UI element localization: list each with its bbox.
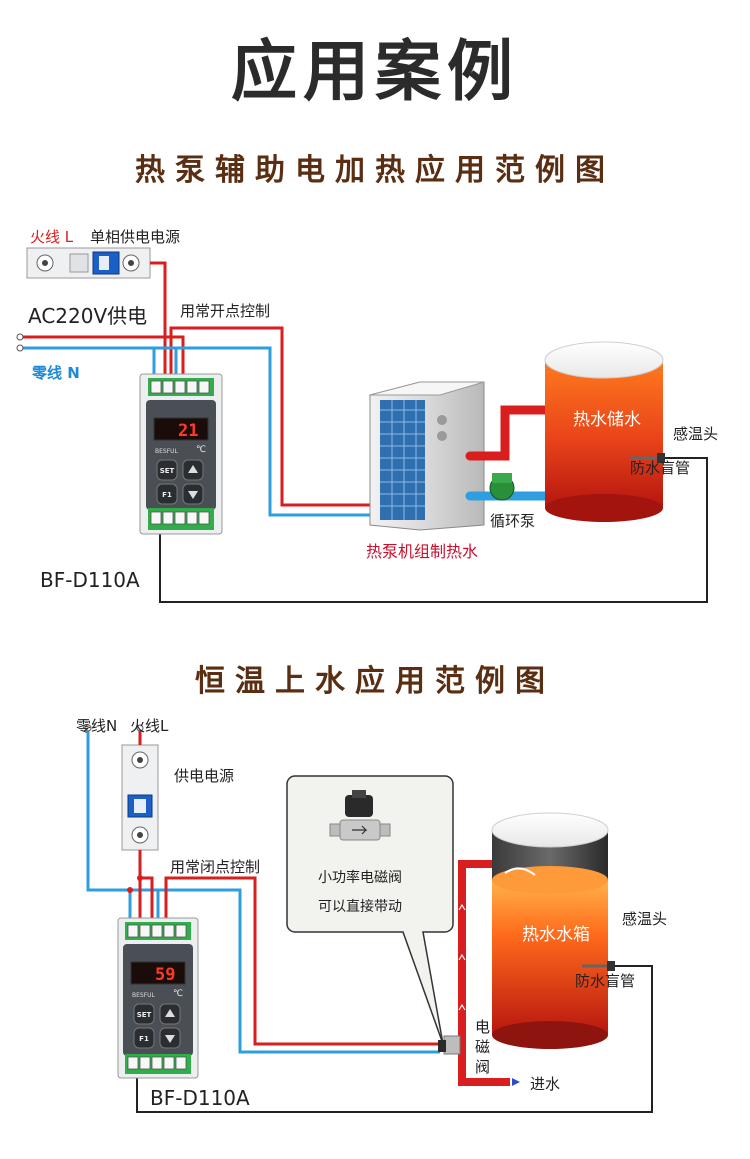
case1-power-label: 单相供电电源 — [90, 228, 181, 246]
case2-callout-line1: 小功率电磁阀 — [318, 870, 402, 886]
case1-contact-label: 用常开点控制 — [180, 302, 271, 320]
case2-f1-button: F1 — [139, 1035, 149, 1043]
case2-callout-line2: 可以直接带动 — [318, 899, 402, 915]
case2-callout — [286, 775, 454, 1045]
case1-lcd-value: 21 — [178, 421, 198, 441]
case2-contact-label: 用常闭点控制 — [170, 858, 261, 876]
case2-neutral-label: 零线N — [76, 717, 118, 735]
case2-breaker — [121, 744, 159, 851]
case1-tank — [544, 341, 664, 522]
case2-brand: BESFUL — [132, 992, 156, 999]
case2-model-label: BF-D110A — [150, 1086, 250, 1110]
case2-tank — [491, 812, 609, 1049]
case2-title: 恒温上水应用范例图 — [195, 664, 555, 699]
case1-live-label: 火线 L — [30, 228, 74, 246]
case2-wires — [86, 728, 653, 1113]
case2-sensor-label: 感温头 — [622, 910, 668, 928]
case1-neutral-label: 零线 N — [32, 364, 80, 382]
case1-sleeve-label: 防水盲管 — [630, 459, 691, 477]
case2-sleeve-label: 防水盲管 — [575, 972, 636, 990]
case2-sensor — [582, 961, 615, 971]
case1-pump — [489, 473, 515, 501]
case1-controller — [139, 373, 223, 535]
case2-power-label: 供电电源 — [174, 767, 235, 785]
case2-valve-char2: 磁 — [475, 1038, 491, 1056]
case2-lcd-unit: ℃ — [173, 989, 183, 999]
case2-pipes — [458, 860, 520, 1086]
case1-sensor — [630, 453, 665, 463]
case2-tank-label: 热水水箱 — [522, 925, 590, 945]
case1-set-button: SET — [160, 467, 175, 475]
case2-inlet-label: 进水 — [530, 1075, 561, 1093]
case1-model-label: BF-D110A — [40, 568, 140, 592]
case1-lcd-unit: ℃ — [196, 445, 206, 455]
case1-sensor-label: 感温头 — [673, 425, 719, 443]
case2-valve-char1: 电 — [475, 1018, 491, 1036]
case1-pump-label: 循环泵 — [490, 512, 536, 530]
case1-unit-label: 热泵机组制热水 — [366, 542, 479, 561]
case1-wires — [20, 261, 708, 603]
case2-set-button: SET — [137, 1011, 152, 1019]
case1-title: 热泵辅助电加热应用范例图 — [135, 153, 615, 188]
case1-supply-label: AC220V供电 — [28, 304, 148, 328]
case1-f1-button: F1 — [162, 491, 172, 499]
case2-valve-char3: 阀 — [475, 1058, 491, 1076]
case1-heat-pump — [369, 381, 485, 531]
case2-live-label: 火线L — [130, 717, 169, 735]
case2-valve — [438, 1035, 461, 1055]
case2-lcd-value: 59 — [155, 965, 175, 985]
case2-controller — [117, 917, 199, 1079]
case1-brand: BESFUL — [155, 448, 179, 455]
case1-tank-label: 热水储水 — [573, 410, 641, 430]
case1-breaker — [26, 247, 151, 279]
page-title: 应用案例 — [231, 33, 519, 110]
